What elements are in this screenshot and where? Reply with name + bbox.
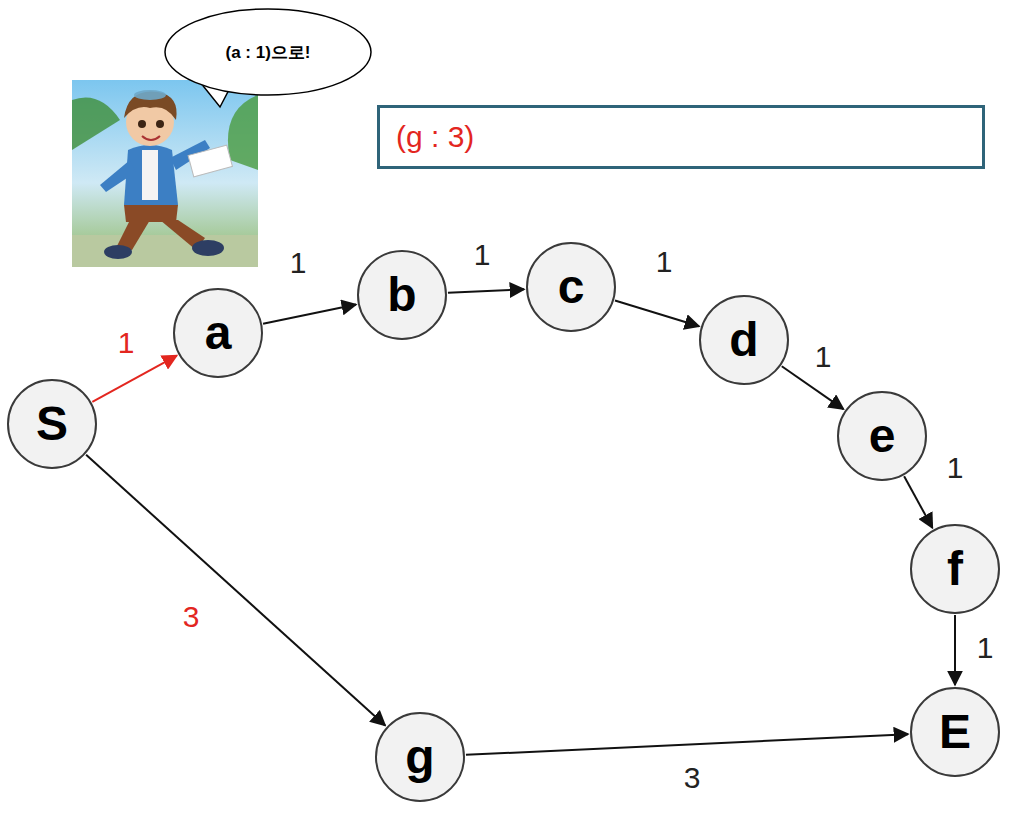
edge-weight: 1	[287, 247, 310, 279]
graph-node: S	[7, 379, 97, 469]
graph-node: f	[910, 524, 1000, 614]
node-letter: d	[729, 316, 758, 364]
edge-arrow	[615, 300, 699, 326]
graph-node: d	[699, 295, 789, 385]
node-letter: S	[36, 400, 68, 448]
graph-node: e	[837, 391, 927, 481]
speech-text: (a : 1)으로!	[226, 41, 311, 64]
edge-weight: 1	[471, 239, 494, 271]
graph-node: b	[357, 250, 447, 340]
graph-node: c	[526, 242, 616, 332]
graph-node: E	[910, 687, 1000, 777]
node-letter: c	[558, 263, 585, 311]
edge-weight: 1	[115, 327, 138, 359]
node-letter: g	[405, 733, 434, 781]
edge-weight: 1	[944, 452, 967, 484]
runner-illustration	[72, 80, 258, 267]
edge-weight: 1	[974, 632, 997, 664]
edge-arrow	[448, 289, 524, 293]
bubble-ellipse	[165, 9, 371, 95]
edge-weight: 1	[653, 246, 676, 278]
node-letter: a	[205, 309, 232, 357]
node-letter: f	[947, 545, 963, 593]
node-letter: E	[939, 708, 971, 756]
status-text: (g : 3)	[396, 120, 474, 154]
edge-arrow	[92, 356, 176, 402]
edge-weight: 3	[180, 601, 203, 633]
graph-node: a	[173, 288, 263, 378]
edge-arrow	[466, 734, 908, 755]
edge-arrow	[904, 476, 932, 527]
edge-arrow	[86, 455, 385, 726]
info-box: (g : 3)	[377, 105, 985, 169]
edge-weight: 3	[681, 762, 704, 794]
node-letter: e	[869, 412, 896, 460]
edge-weight: 1	[812, 341, 835, 373]
edge-arrow	[263, 305, 356, 324]
speech-bubble: (a : 1)으로!	[163, 7, 373, 97]
node-letter: b	[387, 271, 416, 319]
graph-node: g	[375, 712, 465, 802]
edge-arrow	[954, 615, 956, 685]
